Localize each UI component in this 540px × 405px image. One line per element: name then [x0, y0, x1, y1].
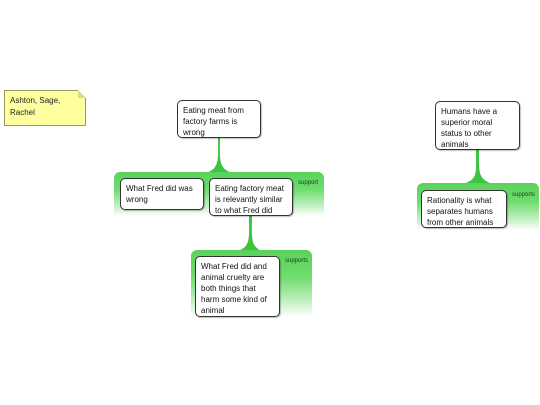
- node-claim-left[interactable]: Eating meat from factory farms is wrong: [177, 100, 261, 138]
- support-band-left-label: support: [298, 180, 319, 186]
- node-rationality-text: Rationality is what separates humans fro…: [427, 196, 494, 227]
- node-fred-wrong-text: What Fred did was wrong: [126, 184, 193, 204]
- note-fold: [78, 90, 86, 98]
- node-rationality[interactable]: Rationality is what separates humans fro…: [421, 190, 507, 228]
- support-band-sub-label: supports: [285, 258, 309, 264]
- node-relevantly-similar[interactable]: Eating factory meat is relevantly simila…: [209, 178, 293, 216]
- node-claim-left-text: Eating meat from factory farms is wrong: [183, 106, 244, 137]
- connector-claim-left: [206, 136, 232, 173]
- support-band-right-label: supports: [512, 192, 536, 198]
- node-relevantly-similar-text: Eating factory meat is relevantly simila…: [215, 184, 284, 215]
- node-claim-right-text: Humans have a superior moral status to o…: [441, 107, 498, 149]
- note-text: Ashton, Sage, Rachel: [10, 96, 61, 117]
- node-harm-animal-text: What Fred did and animal cruelty are bot…: [201, 262, 267, 315]
- node-claim-right[interactable]: Humans have a superior moral status to o…: [435, 101, 520, 150]
- sticky-note[interactable]: Ashton, Sage, Rachel: [4, 90, 86, 126]
- connector-claim-right: [466, 150, 490, 183]
- node-fred-wrong[interactable]: What Fred did was wrong: [120, 178, 204, 210]
- node-harm-animal[interactable]: What Fred did and animal cruelty are bot…: [195, 256, 280, 317]
- connector-similar: [238, 214, 262, 251]
